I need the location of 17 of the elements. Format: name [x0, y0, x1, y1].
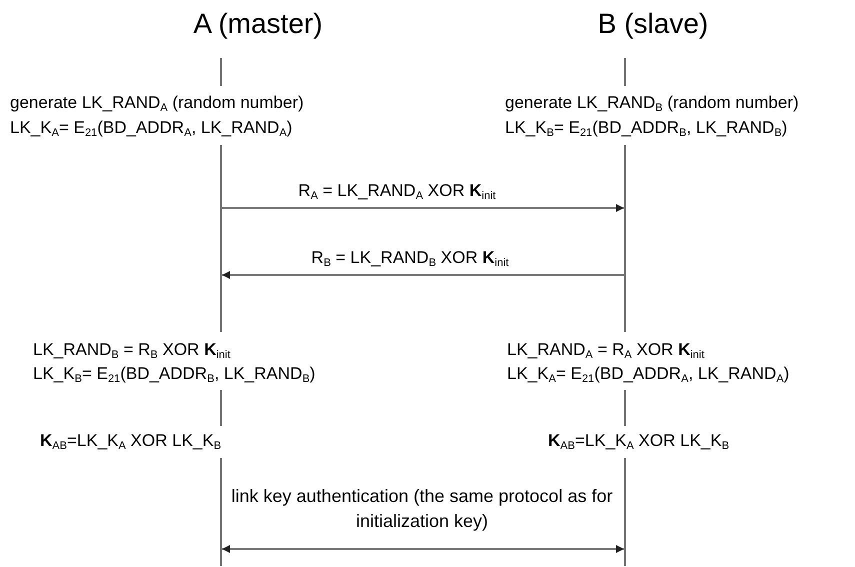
participant-label: A (master) — [193, 8, 323, 40]
note-text: LK_K$_{B}$= E$_{21}$(BD_ADDR$_{B}$, LK_RAND$_{B}$) — [33, 364, 316, 384]
note-text: LK_K$_{A}$= E$_{21}$(BD_ADDR$_{A}$, LK_RAND$_{A}$) — [10, 118, 292, 138]
note-text: LK_RAND$_{B}$ = R$_{B}$ XOR K$_{init}$ — [33, 340, 230, 360]
lifeline — [220, 58, 222, 566]
note-text: generate LK_RAND$_{A}$ (random number) — [10, 93, 304, 113]
message-arrow — [222, 204, 624, 212]
note-text: K$_{AB}$=LK_K$_{A}$ XOR LK_K$_{B}$ — [548, 431, 730, 451]
message-arrow — [222, 271, 624, 279]
participant-label: B (slave) — [598, 8, 708, 40]
lifeline — [624, 58, 626, 566]
note-text: LK_K$_{B}$= E$_{21}$(BD_ADDR$_{B}$, LK_RAND$_{B}$) — [505, 118, 788, 138]
note-text: LK_RAND$_{A}$ = R$_{A}$ XOR K$_{init}$ — [507, 340, 704, 360]
message-arrow — [222, 545, 624, 553]
note-text: LK_K$_{A}$= E$_{21}$(BD_ADDR$_{A}$, LK_RAND$_{A}$) — [507, 364, 790, 384]
note-text: generate LK_RAND$_{B}$ (random number) — [505, 93, 799, 113]
note-text: K$_{AB}$=LK_K$_{A}$ XOR LK_K$_{B}$ — [40, 431, 222, 451]
